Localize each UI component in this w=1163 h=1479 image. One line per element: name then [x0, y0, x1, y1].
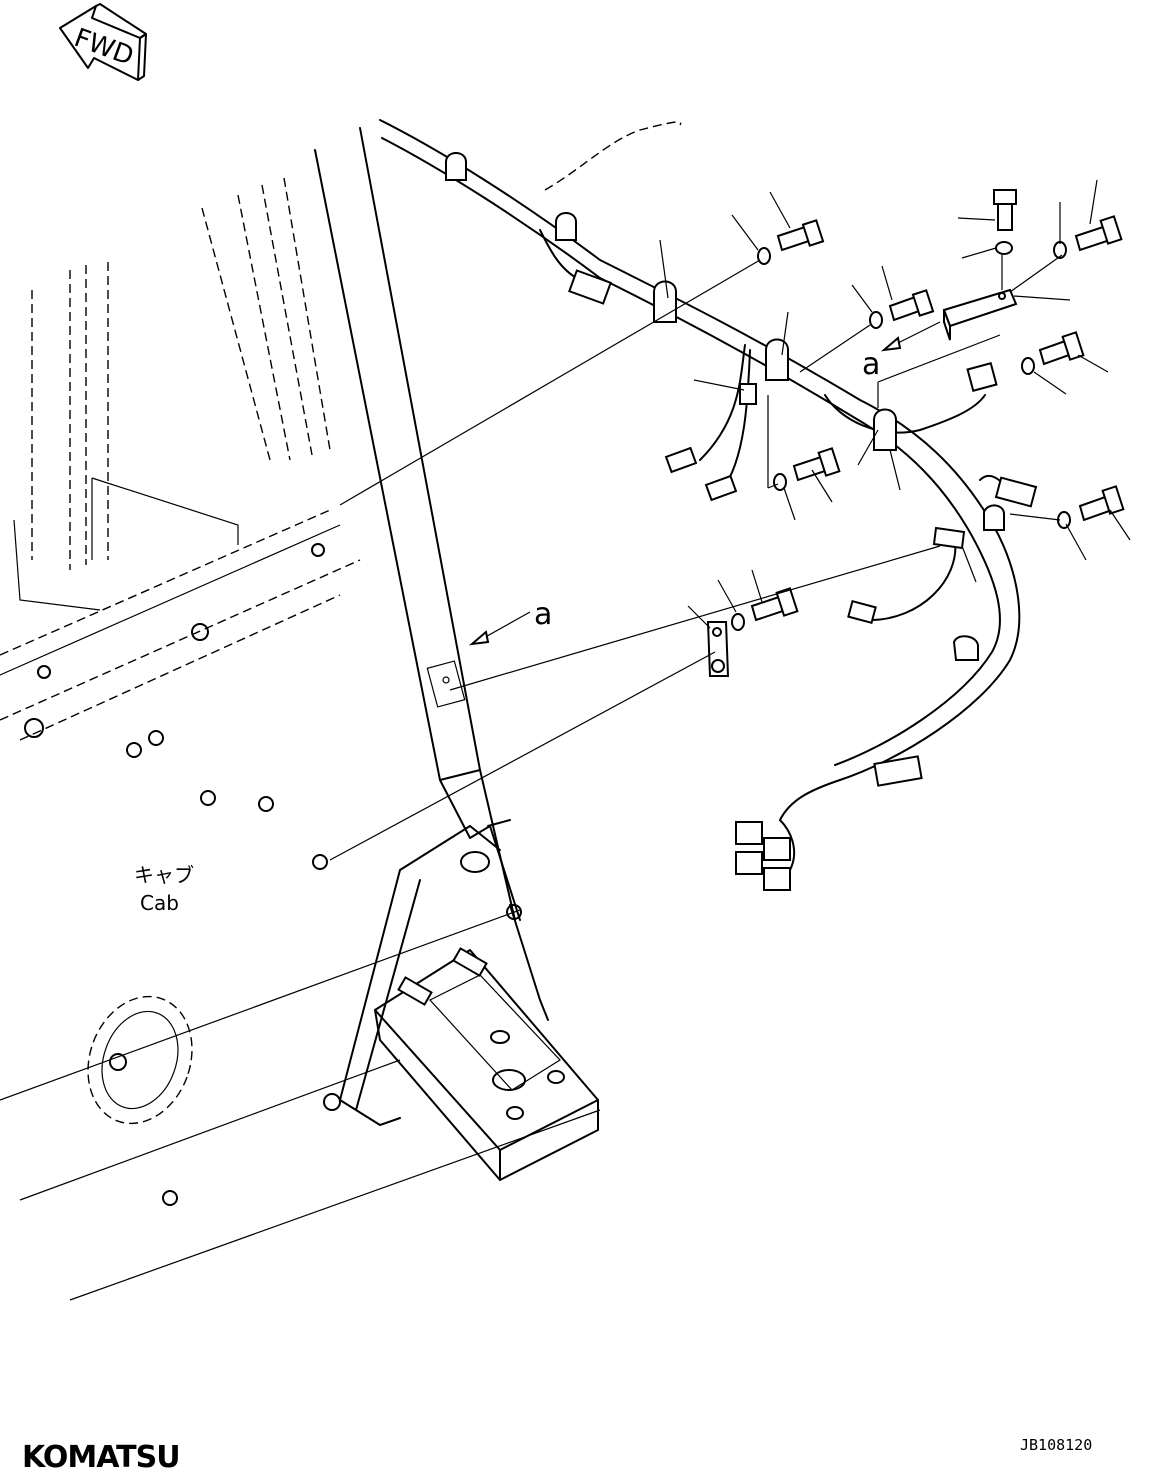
cab-label-jp: キャブ [134, 863, 194, 887]
clip-plate [706, 621, 730, 677]
bolt-icon [757, 219, 825, 265]
view-a-label-upper: a [862, 347, 880, 382]
fwd-arrow-icon: FWD [59, 3, 147, 81]
wiring-harness [379, 119, 1038, 891]
bolt-hardware [706, 189, 1125, 677]
drawing-number: JB108120 [1020, 1436, 1092, 1454]
leader-lines [329, 179, 1131, 861]
cab-label-en: Cab [140, 891, 179, 915]
bolt-icon [869, 289, 935, 329]
bolt-icon [1057, 485, 1125, 529]
bolt-icon [993, 189, 1017, 255]
bolt-icon [1021, 331, 1085, 375]
bolt-icon [773, 447, 841, 491]
bolt-icon [731, 587, 799, 631]
cab-mount-holes [24, 543, 522, 1206]
fwd-label: FWD [70, 23, 137, 72]
komatsu-logo: KOMATSU [22, 1440, 180, 1475]
bolt-icon [1053, 215, 1123, 259]
view-a-label-lower: a [534, 597, 552, 632]
bracket-plate [942, 288, 1018, 341]
cab-frame [0, 127, 601, 1301]
